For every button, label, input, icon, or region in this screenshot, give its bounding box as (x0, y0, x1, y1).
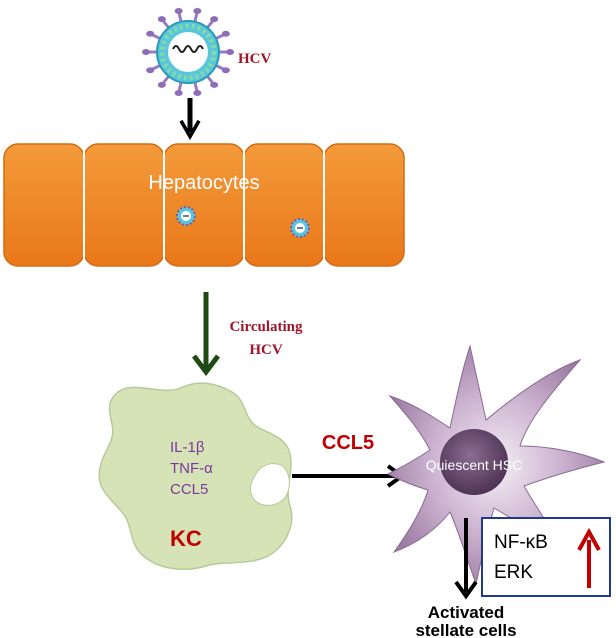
hcv-virus-icon (142, 8, 234, 96)
hepatocyte-cell (323, 143, 405, 267)
kc-marker-tnfa: TNF-α (170, 460, 213, 477)
activated-label-line2: stellate cells (415, 621, 516, 638)
hsc-label: Quiescent HSC (426, 457, 522, 473)
ccl5-signal-label: CCL5 (322, 432, 374, 454)
circulating-label-line1: Circulating (229, 319, 303, 335)
hepatocyte-cell (243, 143, 325, 267)
intracellular-hcv-icon (176, 206, 196, 226)
hepatocytes-label: Hepatocytes (148, 172, 259, 194)
kupffer-cell (98, 382, 293, 571)
kc-marker-il1b: IL-1β (170, 439, 205, 456)
intracellular-hcv-icon (290, 218, 310, 238)
hepatocyte-cell (163, 143, 245, 267)
hsc-nucleus (440, 429, 508, 495)
hcv-label: HCV (238, 51, 272, 67)
circulating-label-line2: HCV (249, 342, 283, 358)
pathway-erk: ERK (494, 562, 533, 583)
kupffer-vacuole (249, 463, 290, 506)
activated-label-line1: Activated (428, 603, 505, 622)
kc-marker-ccl5: CCL5 (170, 481, 208, 498)
hepatocyte-cell (3, 143, 85, 267)
pathway-nfkb: NF-κB (494, 532, 548, 553)
kc-label: KC (170, 526, 202, 551)
hepatocyte-cell (83, 143, 165, 267)
hepatocyte-row (3, 143, 405, 267)
